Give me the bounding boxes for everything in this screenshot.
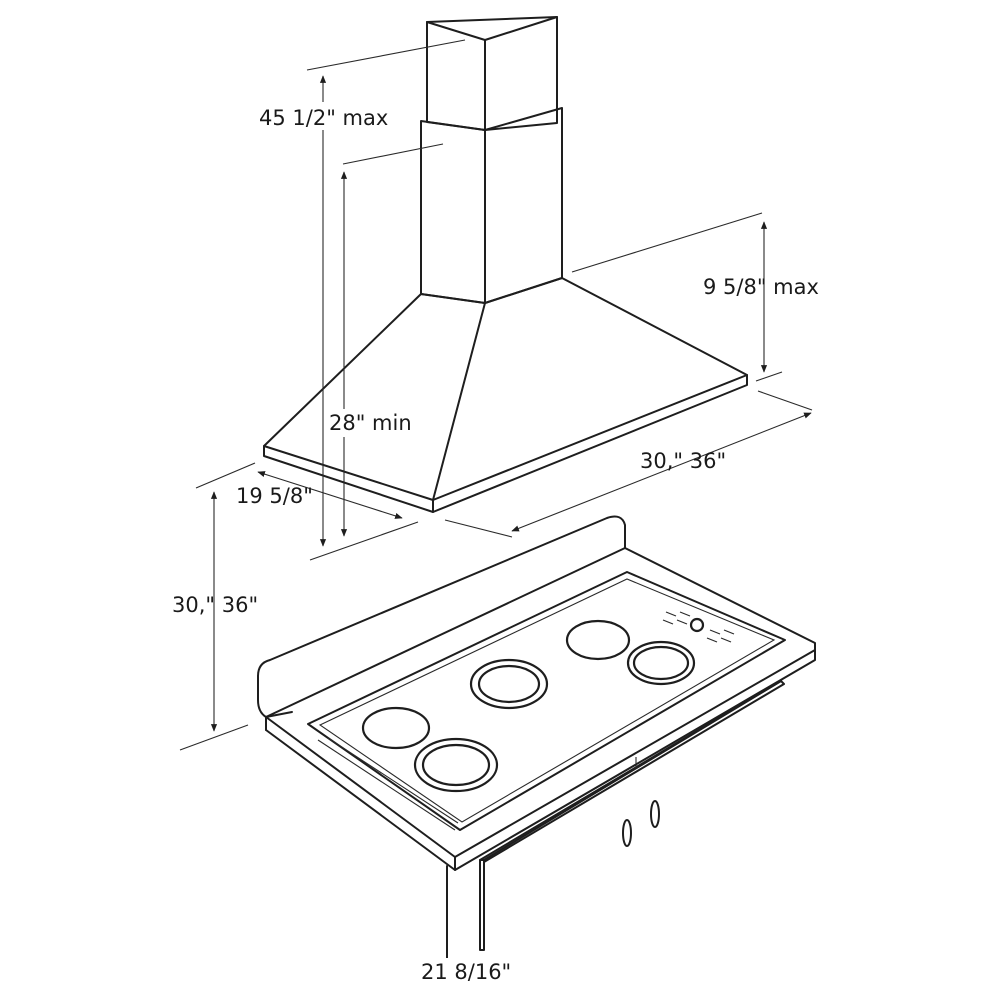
dimension-labels: 45 1/2" max 28" min 9 5/8" max 30," 36" … [172, 102, 819, 986]
burner-back-right [626, 640, 696, 686]
label-chimney-height-max: 45 1/2" max [259, 106, 388, 130]
burner-front-right [413, 737, 499, 793]
hood-canopy [263, 277, 748, 513]
burner-center [469, 658, 549, 710]
burner-back-left [565, 619, 631, 661]
cabinet-knob-left [622, 819, 632, 847]
dim-arrow-hood-width [511, 412, 812, 532]
extension-lines [179, 39, 813, 751]
control-panel [662, 611, 735, 643]
dimension-arrows [210, 75, 812, 732]
label-hood-width: 30," 36" [640, 449, 726, 473]
label-hood-depth: 19 5/8" [236, 484, 313, 508]
countertop [257, 515, 816, 871]
label-cutout-depth: 21 8/16" [421, 960, 511, 984]
label-min-clearance: 28" min [329, 411, 412, 435]
range-hood [263, 16, 748, 513]
dim-arrow-hood-depth [257, 471, 403, 519]
cabinet-knob-right [650, 800, 660, 828]
chimney-lower [420, 107, 563, 304]
cooktop [307, 571, 786, 831]
label-counter-height: 30," 36" [172, 593, 258, 617]
burner-front-left [361, 706, 431, 750]
label-hood-height-max: 9 5/8" max [703, 275, 819, 299]
base-cabinet [446, 680, 785, 986]
chimney-upper [426, 16, 558, 131]
